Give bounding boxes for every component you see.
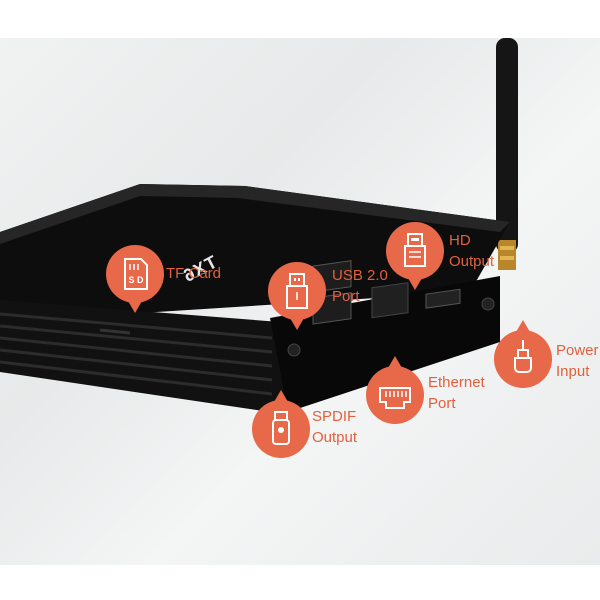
hd-label-line1: HD (449, 232, 471, 249)
hd-label-line2: Output (449, 253, 495, 270)
power-label-line1: Power (556, 342, 599, 359)
spdif-callout (252, 390, 310, 458)
ethernet-callout (366, 356, 424, 424)
spdif-label-line1: SPDIF (312, 408, 357, 425)
tv-box-body (0, 184, 510, 415)
hdmi-icon (404, 233, 426, 267)
usb-callout (268, 262, 326, 330)
usb-label-line2: Port (332, 288, 360, 305)
tf-card-callout: S D (106, 245, 164, 313)
hd-output-callout (386, 222, 444, 290)
tf-card-label: TF Card (166, 265, 222, 282)
tv-box-illustration (0, 38, 518, 415)
ethernet-icon (379, 387, 411, 409)
spdif-icon (272, 411, 290, 445)
spdif-label-line2: Output (312, 429, 358, 446)
power-label-line2: Input (556, 363, 590, 380)
antenna (496, 38, 518, 270)
usb-label-line1: USB 2.0 (332, 267, 388, 284)
usb-icon (286, 273, 308, 309)
power-input-callout (494, 320, 552, 388)
sd-card-icon: S D (124, 258, 148, 290)
power-plug-icon (514, 340, 532, 373)
ethernet-label-line1: Ethernet (428, 374, 485, 391)
ethernet-label-line2: Port (428, 395, 456, 412)
product-photo: TX6 (0, 38, 600, 565)
svg-text:S D: S D (128, 275, 144, 285)
vent-grille (0, 312, 273, 396)
